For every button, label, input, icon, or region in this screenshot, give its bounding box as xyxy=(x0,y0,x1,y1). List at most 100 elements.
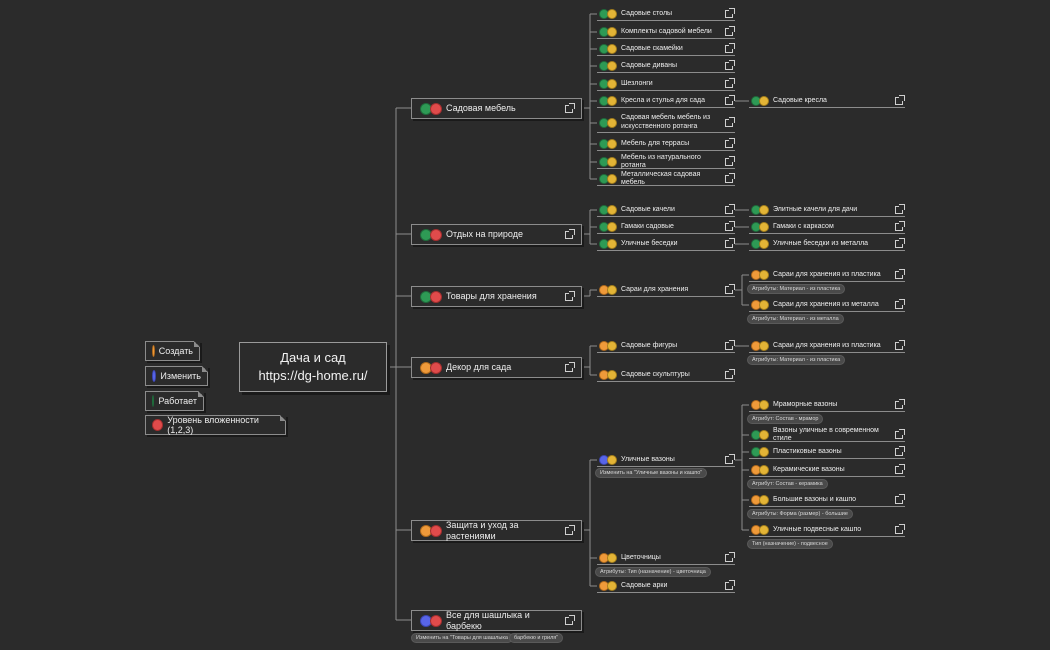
l2-label: Садовые фигуры xyxy=(621,341,678,349)
external-link-icon[interactable] xyxy=(725,552,735,562)
l2-node[interactable]: Садовые арки xyxy=(597,580,735,593)
l3-label: Вазоны уличные в современном стиле xyxy=(773,426,879,442)
l2-node[interactable]: Садовые скамейки xyxy=(597,43,735,56)
level-icon xyxy=(607,61,617,71)
l3-node[interactable]: Уличные подвесные кашпо xyxy=(749,524,905,537)
external-link-icon[interactable] xyxy=(725,454,735,464)
l1-node-outdoor[interactable]: Отдых на природе xyxy=(411,224,582,245)
external-link-icon[interactable] xyxy=(725,116,735,127)
l3-node[interactable]: Гамаки с каркасом xyxy=(749,221,905,234)
external-link-icon[interactable] xyxy=(725,26,735,36)
l3-node[interactable]: Сараи для хранения из металла xyxy=(749,299,905,312)
l3-node[interactable]: Вазоны уличные в современном стиле xyxy=(749,426,905,442)
status-icons xyxy=(599,27,617,37)
external-link-icon[interactable] xyxy=(895,238,905,248)
l3-node[interactable]: Мраморные вазоны xyxy=(749,399,905,412)
l1-node-bbq[interactable]: Все для шашлыка и барбекю xyxy=(411,610,582,631)
external-link-icon[interactable] xyxy=(725,60,735,70)
external-link-icon[interactable] xyxy=(895,221,905,231)
external-link-icon[interactable] xyxy=(725,238,735,248)
external-link-icon[interactable] xyxy=(725,204,735,214)
l2-node[interactable]: Гамаки садовые xyxy=(597,221,735,234)
external-link-icon[interactable] xyxy=(895,95,905,105)
l2-label: Кресла и стулья для сада xyxy=(621,96,706,104)
external-link-icon[interactable] xyxy=(895,464,905,474)
l3-node[interactable]: Пластиковые вазоны xyxy=(749,446,905,459)
external-link-icon[interactable] xyxy=(895,340,905,350)
l2-node[interactable]: Уличные беседки xyxy=(597,238,735,251)
external-link-icon[interactable] xyxy=(895,299,905,309)
l2-node[interactable]: Кресла и стулья для сада xyxy=(597,95,735,108)
l2-label: Садовые диваны xyxy=(621,61,678,69)
level-icon xyxy=(759,400,769,410)
legend-create-label: Создать xyxy=(158,346,193,356)
external-link-icon[interactable] xyxy=(725,173,735,183)
external-link-icon[interactable] xyxy=(725,340,735,350)
l2-node[interactable]: Уличные вазоны xyxy=(597,454,735,467)
l1-node-decor[interactable]: Декор для сада xyxy=(411,357,582,378)
external-link-icon[interactable] xyxy=(895,429,905,439)
external-link-icon[interactable] xyxy=(565,361,575,372)
external-link-icon[interactable] xyxy=(725,138,735,148)
external-link-icon[interactable] xyxy=(895,399,905,409)
l3-node[interactable]: Керамические вазоны xyxy=(749,464,905,477)
l2-node[interactable]: Металлическая садовая мебель xyxy=(597,171,735,186)
external-link-icon[interactable] xyxy=(565,228,575,239)
external-link-icon[interactable] xyxy=(725,221,735,231)
l2-node[interactable]: Сараи для хранения xyxy=(597,284,735,297)
external-link-icon[interactable] xyxy=(565,614,575,625)
l2-node[interactable]: Комплекты садовой мебели xyxy=(597,26,735,39)
level-icon xyxy=(607,285,617,295)
external-link-icon[interactable] xyxy=(895,269,905,279)
l3-node[interactable]: Садовые кресла xyxy=(749,95,905,108)
level-icon xyxy=(607,581,617,591)
l2-node[interactable]: Садовые диваны xyxy=(597,60,735,73)
level-icon xyxy=(607,96,617,106)
l3-node[interactable]: Уличные беседки из металла xyxy=(749,238,905,251)
external-link-icon[interactable] xyxy=(725,369,735,379)
l2-node[interactable]: Мебель для террасы xyxy=(597,138,735,151)
external-link-icon[interactable] xyxy=(725,43,735,53)
l3-label: Сараи для хранения из пластика xyxy=(773,270,881,278)
external-link-icon[interactable] xyxy=(725,8,735,18)
l3-node[interactable]: Сараи для хранения из пластика xyxy=(749,269,905,282)
level-icon xyxy=(759,430,769,440)
level-icon xyxy=(430,524,442,537)
l3-label: Уличные беседки из металла xyxy=(773,239,869,247)
l2-label: Садовые скульптуры xyxy=(621,370,690,378)
l1-node-plants[interactable]: Защита и уход за растениями xyxy=(411,520,582,541)
l1-node-storage[interactable]: Товары для хранения xyxy=(411,286,582,307)
l3-node[interactable]: Сараи для хранения из пластика xyxy=(749,340,905,353)
external-link-icon[interactable] xyxy=(725,284,735,294)
root-node[interactable]: Дача и сад https://dg-home.ru/ xyxy=(239,342,387,392)
level-icon xyxy=(759,222,769,232)
external-link-icon[interactable] xyxy=(725,78,735,88)
l2-node[interactable]: Цветочницы xyxy=(597,552,735,565)
external-link-icon[interactable] xyxy=(895,524,905,534)
external-link-icon[interactable] xyxy=(565,524,575,535)
l2-node[interactable]: Садовые качели xyxy=(597,204,735,217)
green-dot-icon xyxy=(152,395,155,407)
external-link-icon[interactable] xyxy=(565,102,575,113)
l2-node[interactable]: Шезлонги xyxy=(597,78,735,91)
external-link-icon[interactable] xyxy=(895,204,905,214)
l1-node-furniture[interactable]: Садовая мебель xyxy=(411,98,582,119)
level-icon xyxy=(607,370,617,380)
external-link-icon[interactable] xyxy=(725,95,735,105)
l2-label: Мебель для террасы xyxy=(621,139,690,147)
external-link-icon[interactable] xyxy=(895,446,905,456)
l3-node[interactable]: Элитные качели для дачи xyxy=(749,204,905,217)
external-link-icon[interactable] xyxy=(565,290,575,301)
level-icon xyxy=(759,341,769,351)
external-link-icon[interactable] xyxy=(725,156,735,166)
l3-node[interactable]: Большие вазоны и кашпо xyxy=(749,494,905,507)
l2-node[interactable]: Мебель из натурального ротанга xyxy=(597,154,735,169)
legend-change: Изменить xyxy=(145,366,208,386)
l2-node[interactable]: Садовые фигуры xyxy=(597,340,735,353)
legend-change-label: Изменить xyxy=(160,371,201,381)
l2-node[interactable]: Садовые скульптуры xyxy=(597,369,735,382)
external-link-icon[interactable] xyxy=(725,580,735,590)
external-link-icon[interactable] xyxy=(895,494,905,504)
l2-node[interactable]: Садовая мебель мебель из искусственного … xyxy=(597,113,735,133)
l2-node[interactable]: Садовые столы xyxy=(597,8,735,21)
